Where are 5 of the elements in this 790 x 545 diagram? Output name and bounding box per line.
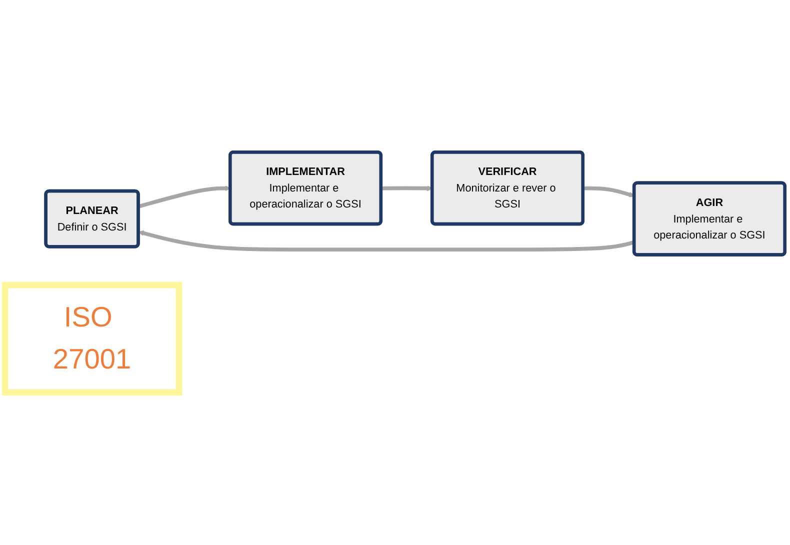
node-box: ISO 27001 bbox=[2, 282, 182, 396]
arrow bbox=[381, 186, 433, 192]
arrow bbox=[138, 230, 635, 252]
arrow bbox=[583, 186, 635, 198]
arrow bbox=[138, 186, 231, 209]
